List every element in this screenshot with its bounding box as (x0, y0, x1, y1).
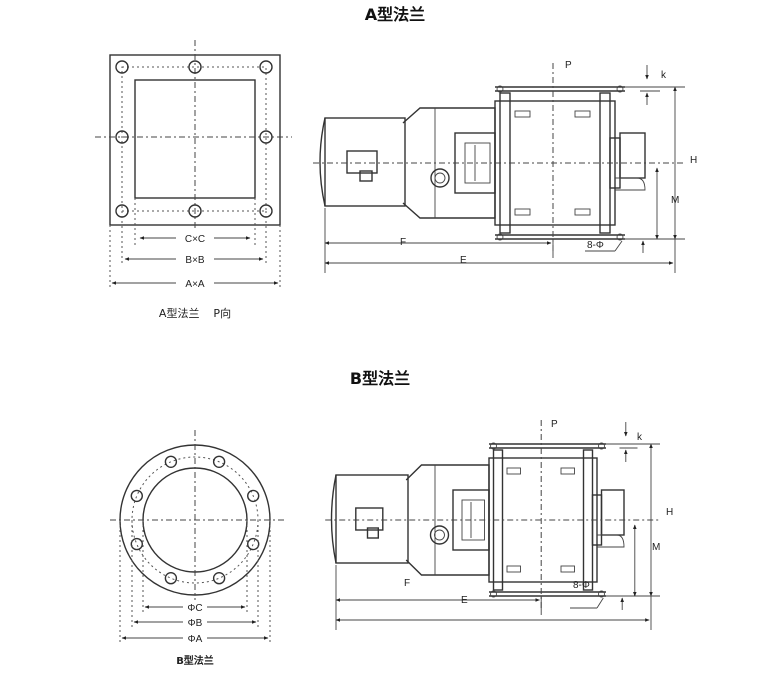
terminal-box-base (366, 527, 380, 539)
bolt-holes (115, 60, 273, 218)
bolt-hole (188, 60, 202, 74)
b-side-view: P k H M F E 8-Φ (325, 419, 673, 630)
flange-bolt (490, 442, 497, 450)
bolt-hole (188, 204, 202, 218)
bolt-hole (212, 572, 226, 585)
bearing-bracket (597, 534, 625, 548)
bolt-hole (259, 60, 273, 74)
p-label: P (551, 419, 558, 430)
bolt-hole (130, 489, 143, 503)
dim-phi-c-label: ΦC (187, 603, 202, 614)
bolt-hole (212, 455, 226, 468)
flange-bolt (496, 85, 504, 93)
rib (506, 565, 521, 573)
e-label: E (461, 595, 468, 606)
m-label: M (671, 195, 679, 206)
rib (574, 110, 591, 118)
bolt-hole (247, 489, 260, 503)
bolt-hole (115, 130, 129, 144)
h-label: H (690, 155, 697, 166)
rib (560, 467, 575, 475)
bolt-hole (164, 455, 178, 468)
a-flange-caption: A型法兰 P向 (159, 306, 231, 320)
rib (560, 565, 575, 573)
f-label: F (404, 578, 410, 589)
rib (514, 110, 531, 118)
f-label: F (400, 237, 406, 248)
input-shaft-inner (434, 172, 446, 184)
b-flange-caption: B型法兰 (176, 654, 214, 667)
drawing-line (614, 240, 623, 252)
terminal-box (346, 150, 378, 174)
motor (335, 474, 409, 564)
input-shaft (429, 525, 450, 545)
flange-bolt (616, 85, 624, 93)
dim-phi-b-label: ΦB (188, 618, 203, 629)
motor (324, 117, 406, 207)
flange-bolt (598, 590, 605, 598)
dim-c-label: C×C (185, 234, 205, 245)
bolt-hole (115, 60, 129, 74)
section-a-title: A型法兰 (365, 5, 425, 24)
terminal-box-base (359, 170, 373, 182)
k-label: k (661, 70, 667, 81)
input-shaft (430, 168, 450, 188)
flange-bolt (598, 442, 605, 450)
rib (506, 467, 521, 475)
rib (574, 208, 591, 216)
e-label: E (460, 255, 467, 266)
motor-end (319, 117, 326, 207)
dim-b-label: B×B (185, 255, 205, 266)
valve-body (313, 63, 685, 273)
flange-bolt (616, 233, 624, 241)
bearing-bracket (615, 177, 646, 191)
b-flange-front-view: ΦC ΦB ΦA B型法兰 (110, 430, 285, 667)
terminal-box (355, 507, 384, 531)
m-label: M (652, 542, 660, 553)
bolt-hole (259, 130, 273, 144)
a-side-view: P k H M F E 8-Φ (313, 60, 697, 273)
flange-bolt (490, 590, 497, 598)
drawing-line (596, 597, 604, 609)
p-label: P (565, 60, 572, 71)
holes-label: 8-Φ (573, 580, 590, 591)
holes-label: 8-Φ (587, 240, 604, 251)
input-shaft-inner (434, 529, 445, 541)
a-flange-front-view: C×C B×B A×A A型法兰 P向 (95, 40, 292, 320)
bolt-hole (164, 572, 178, 585)
h-label: H (666, 507, 673, 518)
dim-a-label: A×A (185, 279, 205, 290)
bolt-hole (247, 537, 260, 551)
section-b-title: B型法兰 (350, 369, 410, 388)
bolt-hole (130, 537, 143, 551)
k-label: k (637, 432, 643, 443)
bearing-housing (619, 132, 646, 179)
motor-end (330, 474, 337, 564)
valve-body (325, 420, 660, 630)
bearing-housing (600, 489, 625, 536)
bolt-holes (130, 455, 260, 585)
flange-bolt (496, 233, 504, 241)
dim-phi-a-label: ΦA (188, 634, 203, 645)
rib (514, 208, 531, 216)
